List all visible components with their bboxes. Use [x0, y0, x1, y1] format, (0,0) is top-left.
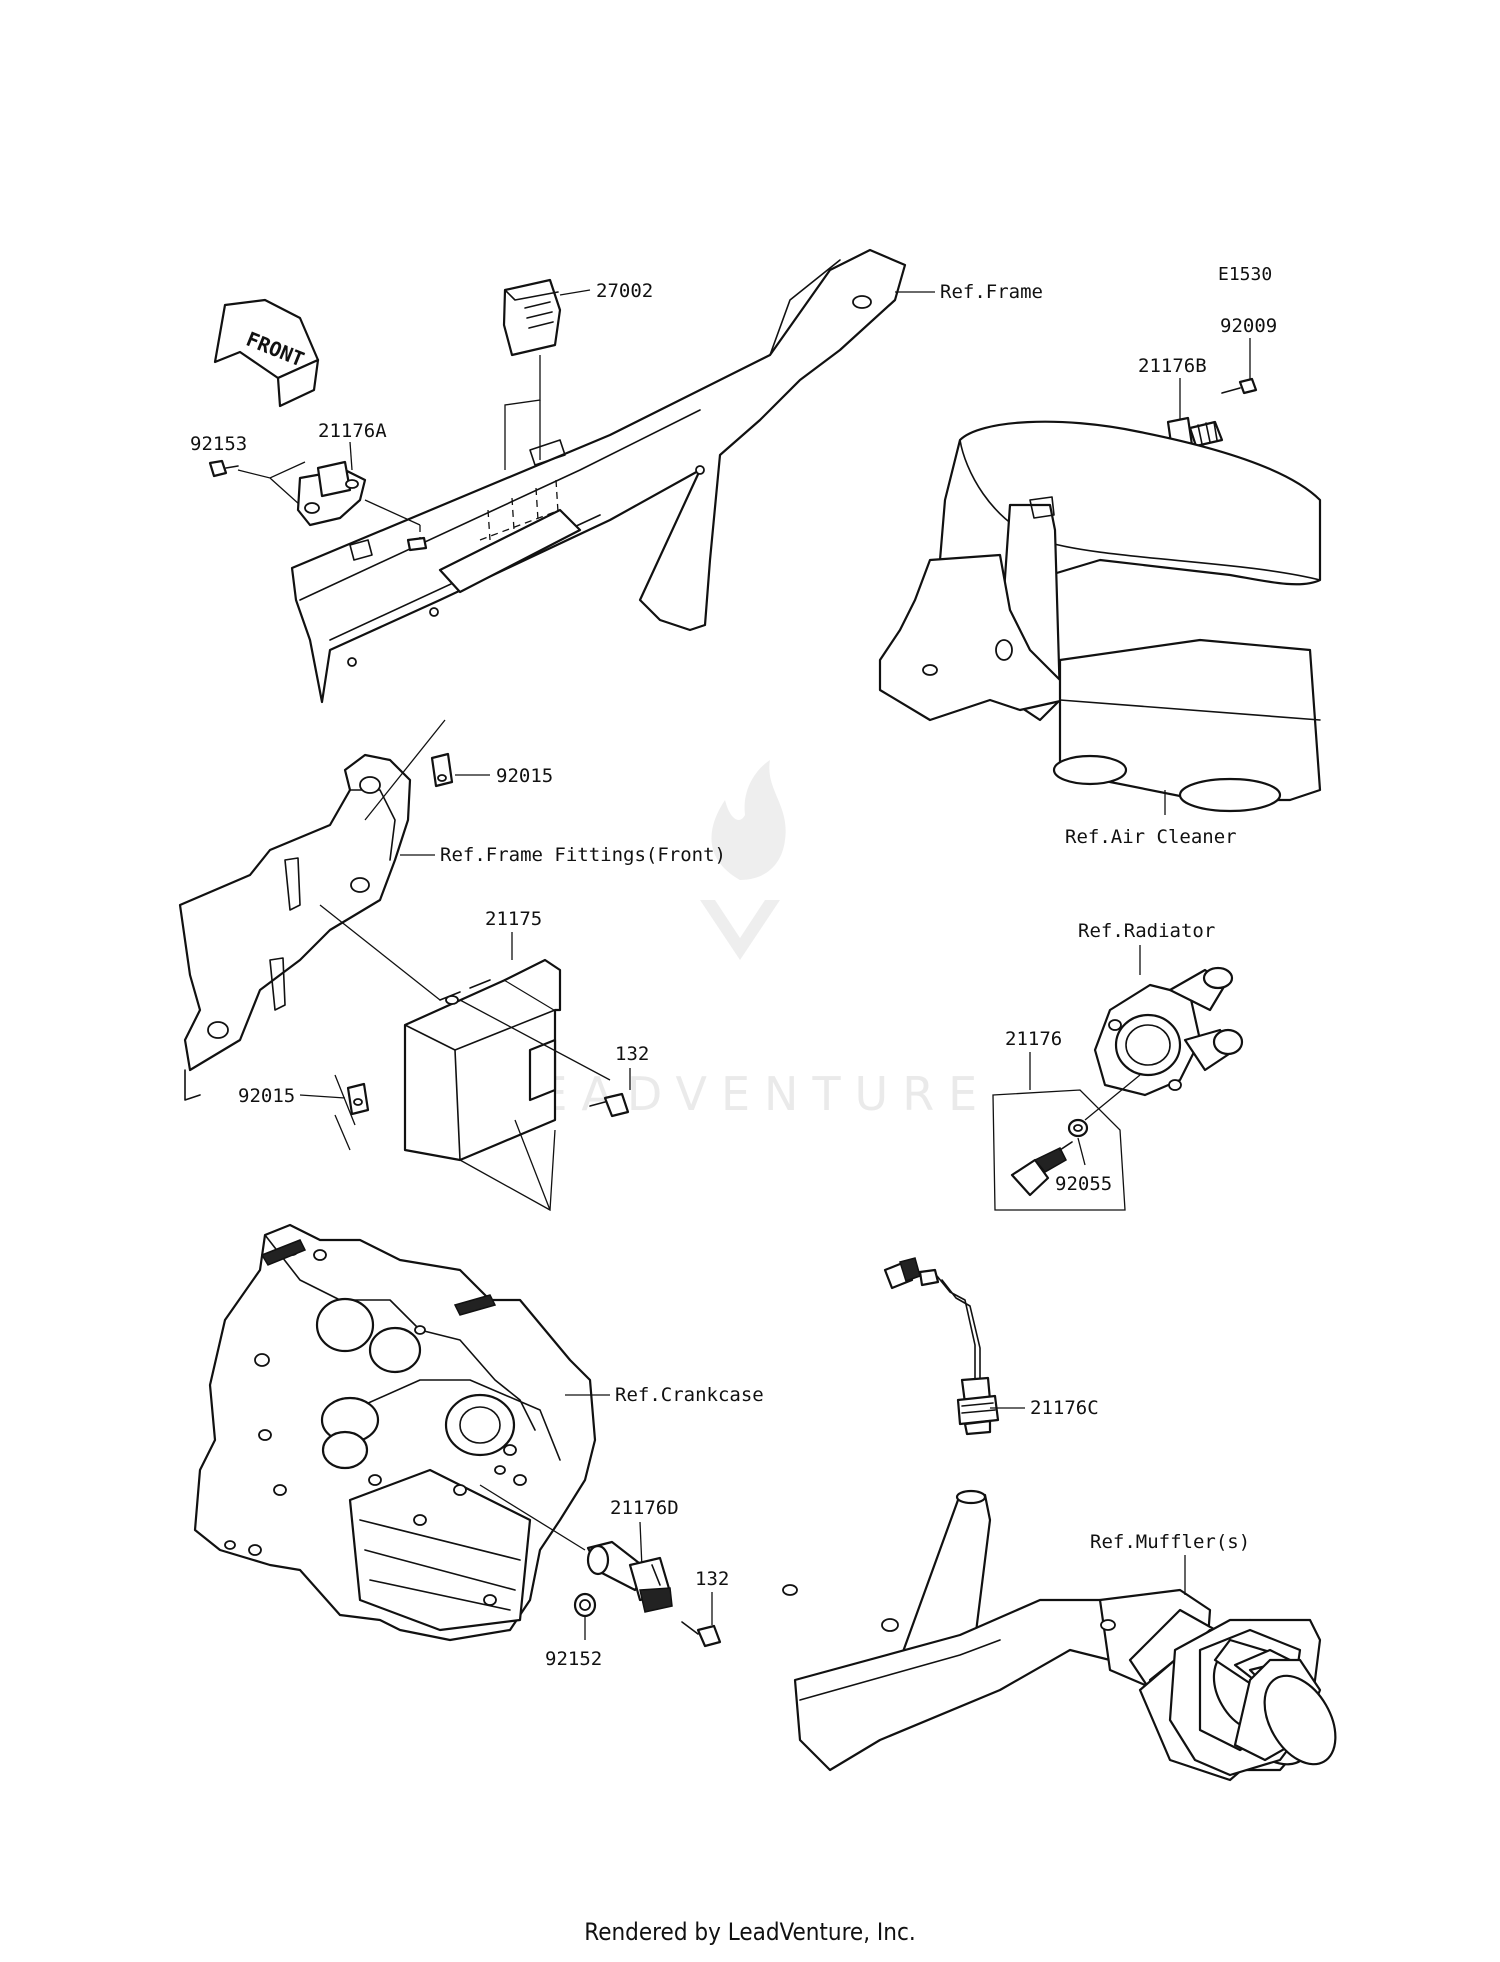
label-21175: 21175 — [485, 908, 542, 930]
label-ref-frame-fittings: Ref.Frame Fittings(Front) — [440, 844, 726, 866]
label-21176a: 21176A — [318, 420, 387, 442]
part-21176a-sensor — [296, 460, 367, 527]
part-92153-bolt — [208, 459, 239, 478]
label-21176c: 21176C — [1030, 1397, 1099, 1419]
label-27002: 27002 — [596, 280, 653, 302]
label-ref-crankcase: Ref.Crankcase — [615, 1384, 764, 1406]
label-92009: 92009 — [1220, 315, 1277, 337]
crankcase — [193, 1223, 597, 1642]
label-92015-top: 92015 — [496, 765, 553, 787]
label-92055: 92055 — [1055, 1173, 1112, 1195]
part-21176d-speed-sensor — [586, 1540, 673, 1613]
part-21176-temp-sensor — [1010, 1141, 1073, 1197]
label-ref-frame: Ref.Frame — [940, 281, 1043, 303]
label-ref-air-cleaner: Ref.Air Cleaner — [1065, 826, 1237, 848]
label-21176d: 21176D — [610, 1497, 679, 1519]
watermark-flame-icon — [711, 760, 786, 880]
frame-fittings-front — [178, 753, 412, 1101]
exhaust-pipe-muffler — [782, 1489, 1337, 1782]
label-ref-radiator: Ref.Radiator — [1078, 920, 1215, 942]
relay-mount-dashes — [479, 479, 561, 541]
leadventure-watermark: LEADVENTURE — [499, 760, 992, 1121]
label-92015-bottom: 92015 — [238, 1085, 295, 1107]
figure-code: E1530 — [1218, 264, 1272, 285]
label-21176: 21176 — [1005, 1028, 1062, 1050]
frame-rail — [290, 248, 907, 704]
label-132-mid: 132 — [615, 1043, 649, 1065]
label-132-bottom: 132 — [695, 1568, 729, 1590]
part-92009-screw — [1221, 377, 1258, 395]
footer-credit: Rendered by LeadVenture, Inc. — [584, 1918, 916, 1946]
air-cleaner-housing — [878, 420, 1322, 813]
label-ref-mufflers: Ref.Muffler(s) — [1090, 1531, 1250, 1553]
part-92015-clip-top — [430, 752, 454, 788]
part-132-bolt-mid — [589, 1092, 630, 1118]
watermark-v-icon — [700, 900, 780, 960]
part-21176b-sensor — [1147, 416, 1224, 452]
part-132-bolt-bottom — [681, 1621, 722, 1648]
label-92153: 92153 — [190, 433, 247, 455]
part-21176c-o2-sensor — [883, 1257, 1000, 1436]
radiator-thermostat-housing — [1093, 966, 1244, 1097]
watermark-text: LEADVENTURE — [499, 1067, 992, 1121]
part-92015-clip-bottom — [346, 1082, 370, 1116]
front-arrow-icon: FRONT — [213, 298, 320, 408]
label-21176b: 21176B — [1138, 355, 1207, 377]
part-27002-relay: 27002 — [502, 278, 653, 470]
part-21175-ecu — [403, 958, 562, 1162]
label-92152: 92152 — [545, 1648, 602, 1670]
